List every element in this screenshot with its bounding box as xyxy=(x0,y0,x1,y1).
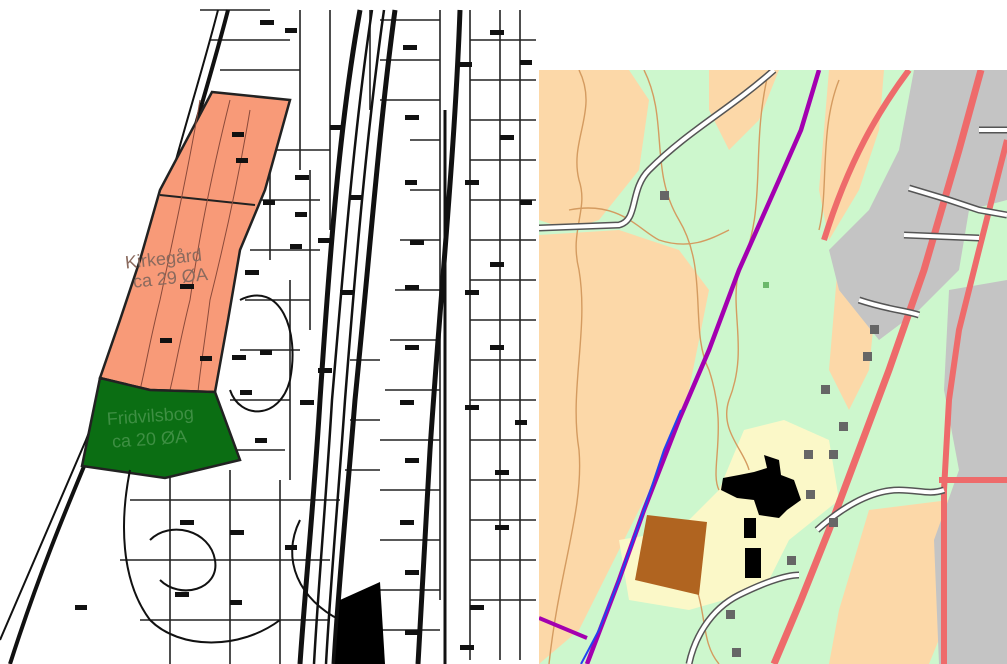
parcel-number-marks xyxy=(75,20,532,650)
cadastral-map: Kirkegård ca 29 ØA Fridvilsbog ca 20 ØA xyxy=(0,9,536,664)
farmland-area-5 xyxy=(829,500,959,664)
contour-lines xyxy=(548,70,840,664)
farm-buildings[interactable] xyxy=(721,455,801,578)
farmland-area-3 xyxy=(819,70,884,240)
zone-cemetery[interactable] xyxy=(98,90,292,394)
road-inner-lines xyxy=(312,9,386,664)
stream xyxy=(580,409,682,664)
boundary-branch xyxy=(539,616,588,640)
lower-parcel-curves xyxy=(123,294,341,644)
zone-reserve[interactable] xyxy=(80,376,242,480)
farmland-area-6 xyxy=(709,70,779,150)
road-corridor xyxy=(297,9,463,664)
tree-marker xyxy=(763,282,769,288)
farmland-area-1 xyxy=(539,70,649,230)
small-buildings xyxy=(660,191,879,657)
topographic-map xyxy=(539,70,1007,664)
side-roads xyxy=(539,70,1007,664)
cadastral-map-panel[interactable]: Kirkegård ca 29 ØA Fridvilsbog ca 20 ØA xyxy=(0,0,536,664)
topographic-map-panel[interactable] xyxy=(539,70,1007,664)
black-block xyxy=(335,582,385,664)
brown-building[interactable] xyxy=(635,515,707,595)
main-road xyxy=(770,70,1007,664)
farmland-area-2 xyxy=(539,230,709,664)
